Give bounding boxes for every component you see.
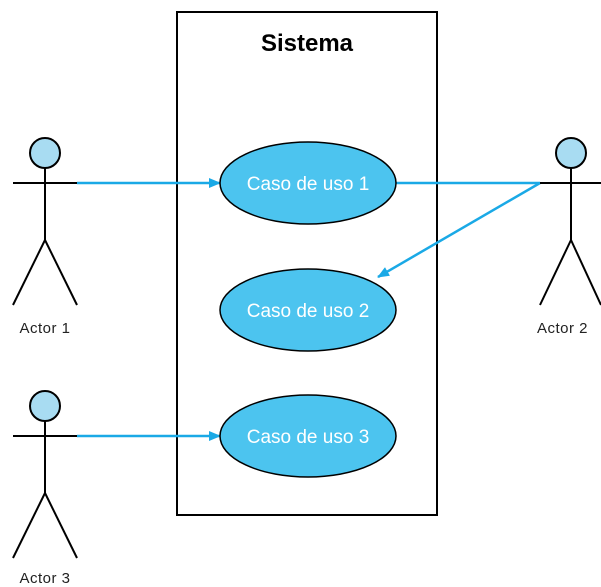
actor-3-label: Actor 3 bbox=[19, 570, 70, 587]
use-case-2[interactable]: Caso de uso 2 bbox=[219, 268, 397, 352]
actor-2[interactable]: Actor 2 bbox=[537, 137, 601, 337]
system-boundary bbox=[176, 11, 438, 516]
actor-3[interactable]: Actor 3 bbox=[12, 390, 78, 587]
actor-2-label: Actor 2 bbox=[537, 320, 588, 337]
actor-3-head-icon bbox=[29, 390, 61, 422]
actor-1-head-icon bbox=[29, 137, 61, 169]
use-case-2-label: Caso de uso 2 bbox=[247, 301, 370, 322]
actor-1[interactable]: Actor 1 bbox=[12, 137, 78, 337]
use-case-1[interactable]: Caso de uso 1 bbox=[219, 141, 397, 225]
actor-1-label: Actor 1 bbox=[19, 320, 70, 337]
use-case-3-label: Caso de uso 3 bbox=[247, 427, 370, 448]
use-case-1-label: Caso de uso 1 bbox=[247, 174, 370, 195]
actor-2-head-icon bbox=[555, 137, 587, 169]
system-title: Sistema bbox=[261, 30, 354, 57]
use-case-3[interactable]: Caso de uso 3 bbox=[219, 394, 397, 478]
association-actor2-usecase2 bbox=[377, 181, 541, 279]
